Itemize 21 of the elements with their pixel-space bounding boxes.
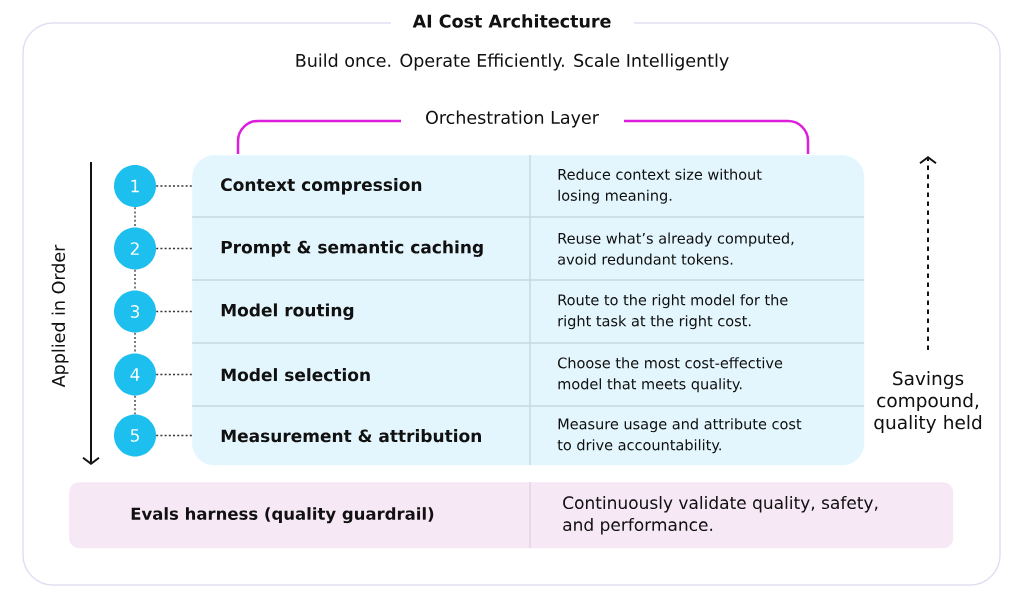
bracket-label: Orchestration Layer — [426, 110, 599, 128]
table-row: Measurement & attribution Measure usage and attribute cost to drive accountability. — [221, 418, 802, 454]
connector-line — [155, 247, 193, 250]
title: AI Cost Architecture — [412, 14, 611, 28]
band: Evals harness (quality guardrail) Continuously validate quality, safety, and performance. — [69, 481, 954, 549]
connector-line — [134, 206, 136, 228]
connector-line — [155, 310, 193, 313]
panel — [191, 154, 865, 466]
connector-line — [155, 434, 193, 437]
table-row: Context compression Reduce context size without losing meaning. — [221, 168, 762, 204]
connector-line — [155, 373, 193, 376]
table-row: Model selection Choose the most cost-effective model that meets quality. — [221, 357, 783, 393]
connector-line — [134, 269, 136, 291]
connector-line — [155, 185, 193, 187]
arrow-label: Applied in Order — [51, 244, 69, 388]
subtitle: Build once. Operate Efficiently. Scale Intelligently — [296, 53, 729, 71]
arrow-label: Savings compound, quality held — [874, 371, 982, 433]
table-row: Model routing Route to the right model for the right task at the right cost. — [221, 294, 788, 330]
connector-line — [134, 395, 136, 415]
table-row: Prompt & semantic caching Reuse what’s already computed, avoid redundant tokens. — [221, 232, 794, 265]
connector-line — [134, 332, 136, 354]
